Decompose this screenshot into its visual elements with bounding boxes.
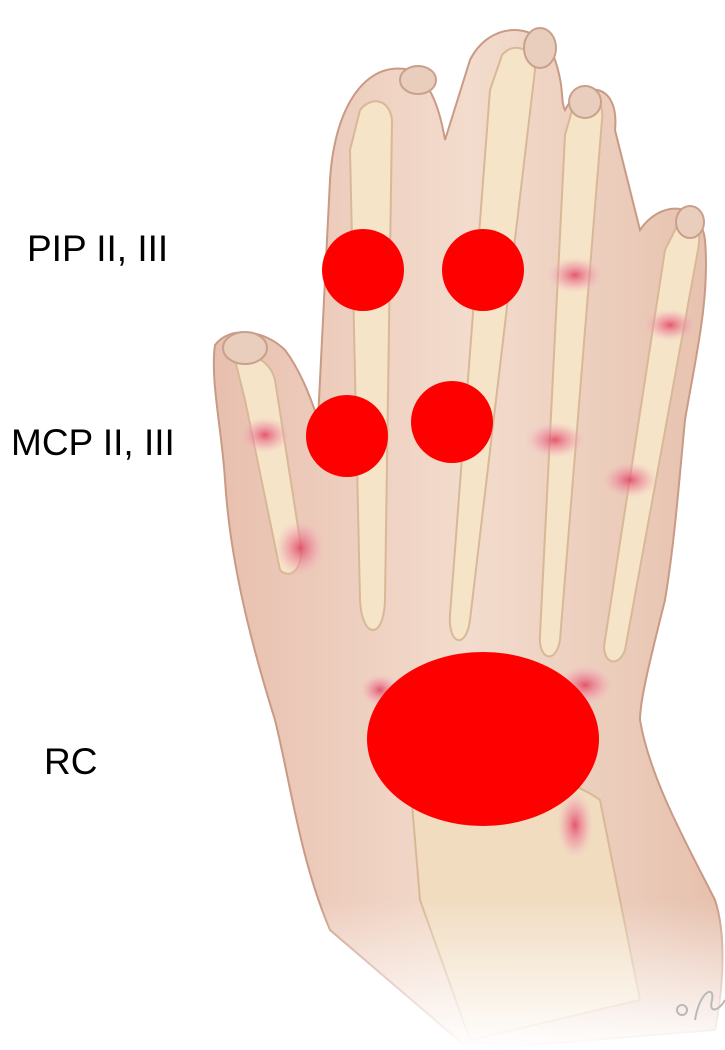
mcp-ii-marker [306,395,388,477]
inflammation-spot [275,520,325,576]
pip-iii-marker [442,229,524,311]
little-nail [676,206,704,238]
rc-label: RC [44,743,97,780]
pip-ii-marker [322,229,404,311]
pip-label: PIP II, III [27,230,168,267]
inflammation-spot [240,417,290,453]
inflammation-spot [547,257,603,293]
inflammation-spot [644,309,696,341]
middle-nail [524,28,556,68]
inflammation-spot [602,462,658,498]
index-nail [400,66,436,94]
mcp-iii-marker [411,381,493,463]
ring-nail [569,86,601,118]
bottom-fade [300,900,725,1050]
thumb-nail [223,332,267,364]
rc-marker [367,652,599,826]
mcp-label: MCP II, III [11,424,175,461]
inflammation-spot [525,422,585,458]
